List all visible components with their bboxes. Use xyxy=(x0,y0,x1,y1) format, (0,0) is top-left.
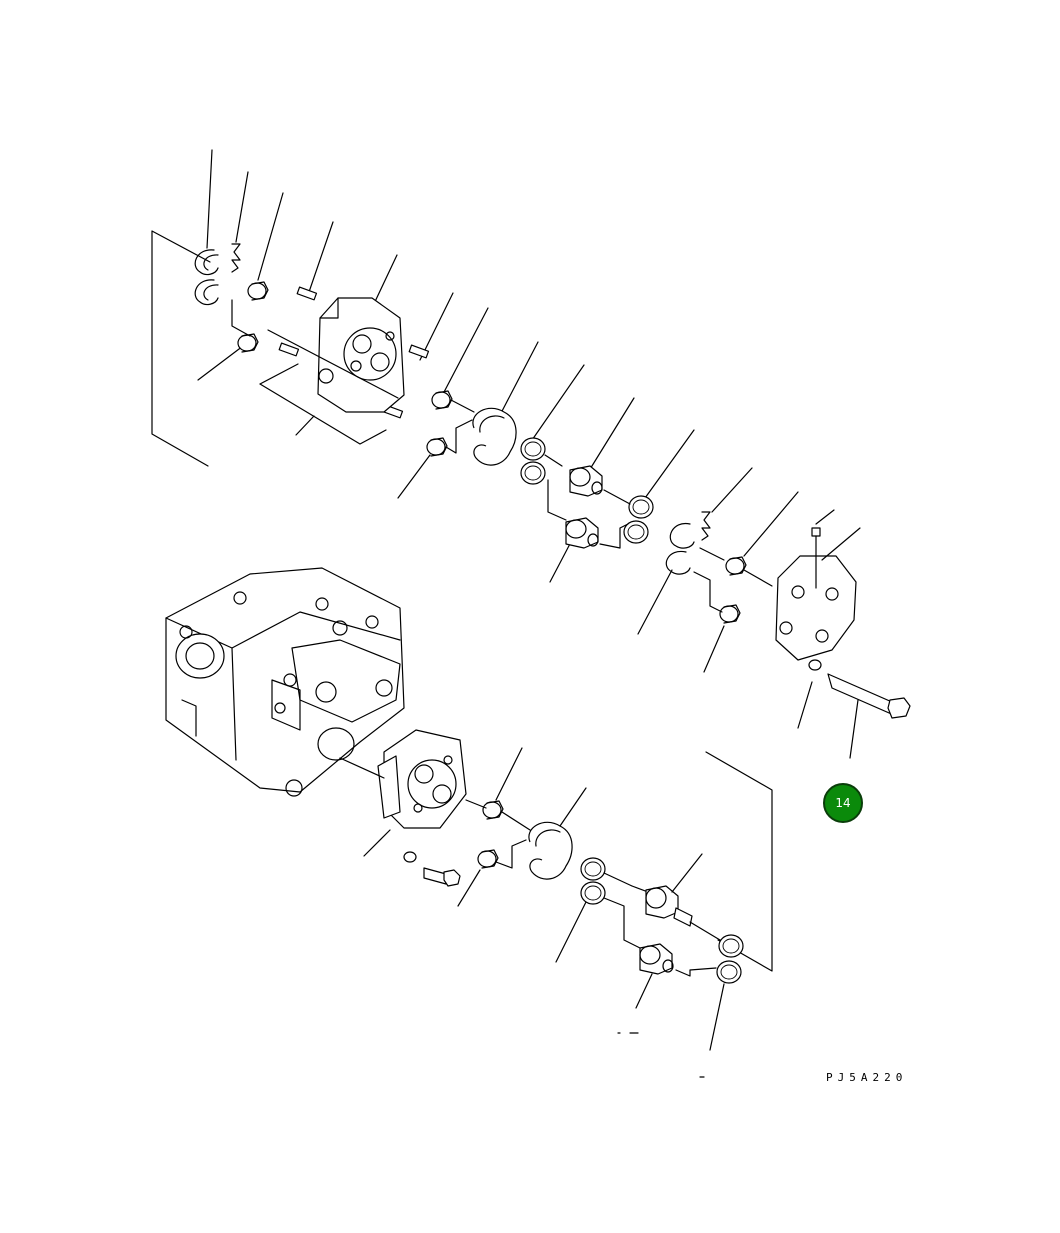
front-pump-body xyxy=(377,729,467,863)
rear-cover xyxy=(775,527,857,661)
drive-shaft-gear xyxy=(631,885,693,927)
leader-lines-middle xyxy=(637,467,861,759)
stray-marks xyxy=(617,1032,705,1078)
long-bolt xyxy=(808,659,911,719)
lower-bracket-frame xyxy=(705,751,773,972)
upper-pump-body xyxy=(317,297,405,413)
middle-lock-key xyxy=(701,511,711,541)
upper-gears xyxy=(565,465,603,549)
main-pump-housing xyxy=(165,567,405,797)
lower-bushings xyxy=(477,800,504,869)
middle-snap-rings xyxy=(665,522,695,575)
middle-bushings xyxy=(719,556,747,624)
leader-lines-lower xyxy=(363,747,725,1051)
upper-snap-rings xyxy=(194,249,219,306)
upper-connector-lines xyxy=(231,299,631,549)
upper-lock-key xyxy=(231,243,241,273)
upper-bushings xyxy=(237,281,453,457)
middle-connector-lines xyxy=(693,547,773,613)
leader-lines-upper xyxy=(197,149,695,583)
lower-connector-lines xyxy=(339,757,721,977)
upper-gasket xyxy=(472,407,517,466)
upper-seal-rings xyxy=(520,437,654,544)
short-bolt xyxy=(423,867,461,887)
upper-bracket-frame xyxy=(151,230,211,467)
driven-gear xyxy=(639,943,674,975)
lower-gasket xyxy=(528,821,573,880)
drawing-code-label: PJ5A220 xyxy=(826,1071,908,1084)
lower-seal-rings xyxy=(580,857,744,984)
callout-badge-14[interactable]: 14 xyxy=(823,783,863,823)
